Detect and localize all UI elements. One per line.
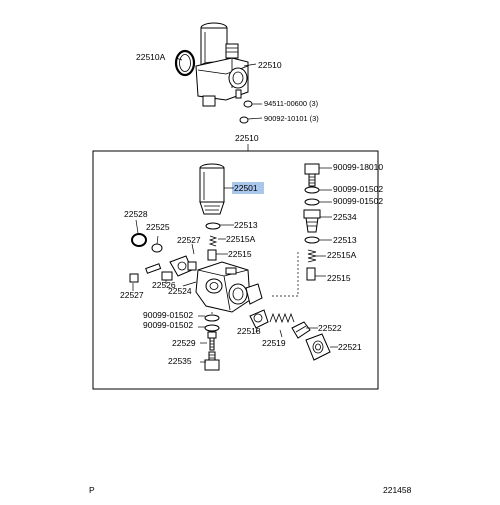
gasket-a-shape (304, 186, 320, 194)
gasket-b-shape (304, 198, 320, 206)
spring-mid-shape (269, 312, 295, 324)
gasket-c-shape (204, 314, 220, 322)
label-bush-left: 22526 (152, 280, 176, 290)
top-assembly-drawing (174, 22, 263, 124)
plug-right-drawing (303, 209, 321, 233)
piston-left-shape (169, 255, 197, 277)
pump-body-drawing (195, 261, 263, 313)
label-cap-mid: 22521 (338, 342, 362, 352)
label-oring-left: 22528 (124, 209, 148, 219)
top-bottom-bolt (202, 95, 216, 107)
ring-right-shape (304, 236, 320, 244)
ring-center-shape (205, 222, 221, 230)
pin-left-small-shape (129, 273, 139, 283)
cap-mid-drawing (305, 333, 331, 361)
label-valve-center: 22515 (228, 249, 252, 259)
bush-left-shape (161, 271, 173, 281)
label-piston-left: 22527 (177, 235, 201, 245)
gasket-d-shape (204, 324, 220, 332)
label-plug-right: 22534 (333, 212, 357, 222)
valve-center-shape (207, 249, 217, 261)
label-pin-left: 22527 (120, 290, 144, 300)
label-spring-mid: 22519 (262, 338, 286, 348)
cylinder-drawing (199, 163, 234, 215)
label-ring-center: 22513 (234, 220, 258, 230)
label-gasket-d: 90099-01502 (143, 320, 193, 330)
spring-right-shape (307, 249, 317, 263)
label-ring-left: 22525 (146, 222, 170, 232)
label-screen: 22518 (237, 326, 261, 336)
label-ring-right: 22513 (333, 235, 357, 245)
bolt-low-drawing (207, 331, 217, 351)
label-gasket-b: 90099-01502 (333, 196, 383, 206)
highlight-cylinder-label (232, 182, 264, 194)
label-spring-center: 22515A (226, 234, 256, 244)
footer-left-mark: P (89, 485, 95, 495)
label-gasket-a: 90099-01502 (333, 184, 383, 194)
oring-left-shape (131, 233, 147, 247)
bolt-bottom-drawing (204, 351, 220, 371)
top-washer-shape (243, 100, 253, 108)
cap-bolt-drawing (304, 163, 320, 187)
label-top-bolt: 94511-00600 (3) (264, 99, 318, 108)
screen-drawing (249, 309, 269, 329)
label-box-title: 22510 (235, 133, 259, 143)
spring-center-shape (208, 235, 218, 247)
top-oring-shape (174, 49, 196, 77)
top-side-fitting (228, 67, 248, 89)
ring-left-shape (151, 243, 163, 253)
footer-ref-number: 221458 (383, 485, 412, 495)
label-valve-right: 22515 (327, 273, 351, 283)
label-gasket-c: 90099-01502 (143, 310, 193, 320)
label-bolt-low: 22529 (172, 338, 196, 348)
pin-left-shape (145, 263, 162, 274)
label-top-washer: 90092-10101 (3) (264, 114, 319, 123)
label-plug-mid: 22522 (318, 323, 342, 333)
valve-right-shape (306, 267, 316, 281)
label-body-left: 22524 (168, 286, 192, 296)
label-top-oring: 22510A (136, 52, 166, 62)
plug-mid-drawing (291, 321, 311, 339)
label-cylinder: 22501 (234, 183, 258, 193)
exploded-frame (92, 150, 379, 390)
label-cap-bolt: 90099-18010 (333, 162, 383, 172)
label-bolt-bottom: 22535 (168, 356, 192, 366)
label-spring-right: 22515A (327, 250, 357, 260)
label-top-pump: 22510 (258, 60, 282, 70)
top-upper-fitting (225, 43, 239, 59)
